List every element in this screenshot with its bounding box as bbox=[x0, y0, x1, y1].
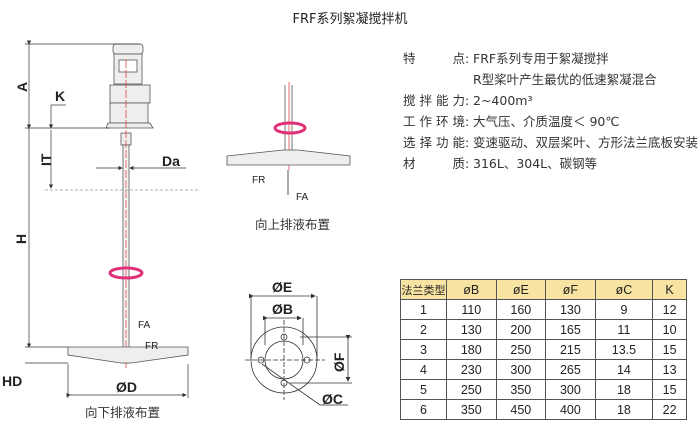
table-cell: 110 bbox=[446, 299, 497, 320]
spec-value: R型桨叶产生最优的低速絮凝混合 bbox=[473, 72, 657, 87]
dim-F: ØF bbox=[331, 352, 347, 372]
motor bbox=[105, 43, 154, 146]
table-cell: 160 bbox=[495, 299, 547, 320]
table-cell: 4 bbox=[400, 359, 447, 380]
spec-value: 2~400m³ bbox=[473, 93, 533, 108]
table-cell: 250 bbox=[446, 379, 497, 400]
table-cell: 13 bbox=[652, 359, 687, 380]
table-cell: 14 bbox=[594, 359, 654, 380]
table-cell: 6 bbox=[400, 399, 447, 420]
caption-upward-discharge: 向上排液布置 bbox=[255, 217, 331, 232]
column-header: øB bbox=[446, 279, 497, 300]
dim-IT: IT bbox=[38, 153, 54, 166]
label-FA-up: FA bbox=[296, 192, 309, 203]
table-cell: 450 bbox=[495, 399, 547, 420]
table-cell: 165 bbox=[545, 319, 596, 340]
table-cell: 400 bbox=[545, 399, 596, 420]
label-FR-down: FR bbox=[145, 341, 158, 352]
spec-label: 材质 bbox=[403, 156, 465, 171]
table-cell: 15 bbox=[652, 339, 687, 360]
table-cell: 215 bbox=[545, 339, 596, 360]
caption-downward-discharge: 向下排液布置 bbox=[85, 405, 161, 420]
spec-list: 特点:FRF系列专用于絮凝搅拌 R型桨叶产生最优的低速絮凝混合 搅拌能力:2~4… bbox=[403, 48, 698, 174]
dim-Da: Da bbox=[162, 153, 180, 169]
table-cell: 18 bbox=[594, 379, 654, 400]
spec-row: 特点:FRF系列专用于絮凝搅拌 bbox=[403, 48, 698, 69]
table-cell: 130 bbox=[545, 299, 596, 320]
table-cell: 350 bbox=[446, 399, 497, 420]
spec-label: 工作环境 bbox=[403, 114, 465, 129]
spec-value: 316L、304L、碳钢等 bbox=[473, 156, 598, 171]
rotation-arrow bbox=[108, 266, 144, 280]
column-header: K bbox=[652, 279, 687, 300]
spec-label: 选择功能 bbox=[403, 135, 465, 150]
label-FA-down: FA bbox=[138, 320, 151, 331]
table-cell: 350 bbox=[495, 379, 547, 400]
dim-D: ØD bbox=[116, 379, 137, 395]
spec-value: 变速驱动、双层桨叶、方形法兰底板安装 bbox=[473, 135, 699, 150]
table-cell: 2 bbox=[400, 319, 447, 340]
table-cell: 230 bbox=[446, 359, 497, 380]
lower-impeller bbox=[67, 346, 189, 364]
table-cell: 300 bbox=[545, 379, 596, 400]
dim-HD: HD bbox=[2, 373, 22, 389]
table-cell: 200 bbox=[495, 319, 547, 340]
table-cell: 22 bbox=[652, 399, 687, 420]
flange-drawing bbox=[245, 293, 352, 406]
column-header: øE bbox=[495, 279, 547, 300]
spec-row: R型桨叶产生最优的低速絮凝混合 bbox=[403, 69, 698, 90]
table-cell: 180 bbox=[446, 339, 497, 360]
spec-label: 特点 bbox=[403, 51, 465, 66]
table-cell: 250 bbox=[495, 339, 547, 360]
dim-E: ØE bbox=[272, 279, 292, 295]
label-FR-up: FR bbox=[252, 175, 265, 186]
table-cell: 13.5 bbox=[594, 339, 654, 360]
table-cell: 15 bbox=[652, 379, 687, 400]
table-cell: 10 bbox=[652, 319, 687, 340]
dim-H: H bbox=[13, 234, 29, 244]
spec-row: 工作环境:大气压、介质温度＜ 90℃ bbox=[403, 111, 698, 132]
spec-row: 材质:316L、304L、碳钢等 bbox=[403, 153, 698, 174]
column-header: øC bbox=[594, 279, 654, 300]
table-cell: 9 bbox=[594, 299, 654, 320]
spec-label: 搅拌能力 bbox=[403, 93, 465, 108]
table-cell: 300 bbox=[495, 359, 547, 380]
dimension-lines bbox=[25, 40, 200, 398]
table-cell: 3 bbox=[400, 339, 447, 360]
column-header: øF bbox=[545, 279, 596, 300]
table-cell: 12 bbox=[652, 299, 687, 320]
page-title: FRF系列絮凝搅拌机 bbox=[292, 12, 408, 27]
spec-value: 大气压、介质温度＜ 90℃ bbox=[473, 114, 620, 129]
spec-label bbox=[403, 69, 465, 90]
dim-A: A bbox=[14, 82, 30, 92]
table-cell: 130 bbox=[446, 319, 497, 340]
table-cell: 265 bbox=[545, 359, 596, 380]
dim-C: ØC bbox=[322, 391, 343, 407]
spec-row: 选择功能:变速驱动、双层桨叶、方形法兰底板安装 bbox=[403, 132, 698, 153]
spec-row: 搅拌能力:2~400m³ bbox=[403, 90, 698, 111]
upward-impeller bbox=[226, 82, 351, 195]
table-cell: 5 bbox=[400, 379, 447, 400]
spec-value: FRF系列专用于絮凝搅拌 bbox=[473, 51, 609, 66]
dim-B: ØB bbox=[272, 301, 293, 317]
dim-K: K bbox=[55, 88, 65, 104]
table-cell: 11 bbox=[594, 319, 654, 340]
table-cell: 18 bbox=[594, 399, 654, 420]
column-header: 法兰类型 bbox=[400, 279, 447, 300]
table-cell: 1 bbox=[400, 299, 447, 320]
